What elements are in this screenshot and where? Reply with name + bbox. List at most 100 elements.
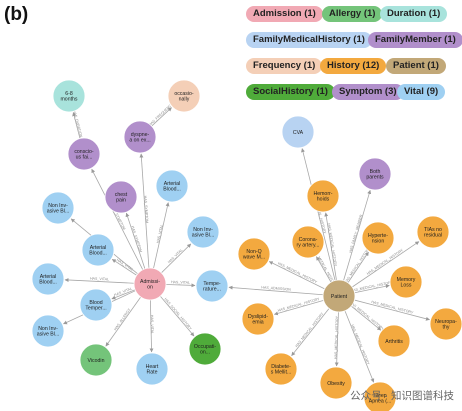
node-circle[interactable] [322, 279, 356, 313]
edge-label: HAS_VITAL [90, 277, 109, 282]
graph-node-social[interactable]: Occupati-on... [188, 332, 222, 366]
node-circle[interactable] [377, 324, 411, 358]
edge-label: HAS_MEDICAL_HISTORY [371, 300, 414, 315]
node-circle[interactable] [306, 179, 340, 213]
node-circle[interactable] [429, 307, 462, 341]
node-circle[interactable] [363, 381, 397, 411]
legend-item[interactable]: Allergy (1) [322, 6, 383, 22]
graph-node-h-dyslip[interactable]: Dyslipid-emia [241, 302, 275, 336]
legend-item[interactable]: SocialHistory (1) [246, 84, 335, 100]
node-circle[interactable] [416, 215, 450, 249]
node-label: Admissi-on [140, 279, 160, 291]
graph-edge [343, 189, 372, 281]
node-circle[interactable] [361, 221, 395, 255]
node-label: Occupati-on... [194, 344, 216, 356]
node-circle[interactable] [291, 225, 325, 259]
legend-item[interactable]: Vital (9) [397, 84, 446, 100]
node-circle[interactable] [52, 79, 86, 113]
node-circle[interactable] [241, 302, 275, 336]
graph-edge [273, 299, 324, 316]
node-circle[interactable] [31, 314, 65, 348]
graph-node-v-nibp2[interactable]: Non Inv-asive Bl... [31, 314, 65, 348]
graph-node-allergy[interactable]: Vicodin [79, 343, 113, 377]
legend-item[interactable]: FamilyMedicalHistory (1) [246, 32, 372, 48]
node-circle[interactable] [264, 352, 298, 386]
graph-node-h-neuro[interactable]: Neuropa-thy [429, 307, 462, 341]
graph-node-h-diabetes[interactable]: Diabete-s Mellit... [264, 352, 298, 386]
graph-edge [291, 308, 330, 357]
node-circle[interactable] [281, 115, 315, 149]
node-circle[interactable] [81, 233, 115, 267]
legend-item[interactable]: Patient (1) [386, 58, 446, 74]
edge-label: HAS_DURATION [72, 110, 83, 138]
node-circle[interactable] [123, 120, 157, 154]
graph-node-h-hyper[interactable]: Hyperte-nsion [361, 221, 395, 255]
legend-item[interactable]: Duration (1) [380, 6, 448, 22]
node-circle[interactable] [31, 262, 65, 296]
edge-label: HAS_VITAL [113, 287, 132, 298]
graph-node-patient[interactable]: Patient [322, 279, 356, 313]
node-circle[interactable] [79, 288, 113, 322]
edge-label: HAS_VITAL [171, 280, 190, 285]
node-label: Arthritis [385, 339, 403, 345]
node-circle[interactable] [358, 157, 392, 191]
node-circle[interactable] [104, 180, 138, 214]
node-circle[interactable] [195, 269, 229, 303]
node-label: Neuropa-thy [435, 319, 457, 331]
graph-node-admission[interactable]: Admissi-on [133, 267, 167, 301]
graph-node-h-arthritis[interactable]: Arthritis [377, 324, 411, 358]
graph-node-v-nibp1[interactable]: Non Inv-asive Bl... [41, 191, 75, 225]
legend-item[interactable]: Symptom (3) [332, 84, 404, 100]
graph-node-sym-conscious[interactable]: conscio-us fai... [67, 137, 101, 171]
watermark: 公众号 · 知识图谱科技 [350, 390, 454, 402]
node-circle[interactable] [389, 265, 423, 299]
node-circle[interactable] [67, 137, 101, 171]
node-circle[interactable] [237, 237, 271, 271]
graph-node-v-nibp3[interactable]: Non Inv-asive Bl... [186, 215, 220, 249]
node-circle[interactable] [186, 215, 220, 249]
graph-node-h-hemo[interactable]: Hemorr-hoids [306, 179, 340, 213]
node-circle[interactable] [155, 169, 189, 203]
node-circle[interactable] [188, 332, 222, 366]
node-circle[interactable] [79, 343, 113, 377]
graph-node-h-obesity[interactable]: Obesity [319, 366, 353, 400]
graph-node-cva[interactable]: CVA [281, 115, 315, 149]
edge-label: HAS_FREQUENCY [148, 102, 175, 127]
graph-node-occasionally[interactable]: occasio-nally [167, 79, 201, 113]
edge-label: HAS_FAMILY_MEMBER [348, 214, 363, 254]
node-circle[interactable] [133, 267, 167, 301]
legend-item[interactable]: Frequency (1) [246, 58, 323, 74]
legend-item[interactable]: History (12) [320, 58, 387, 74]
legend-item[interactable]: Admission (1) [246, 6, 323, 22]
graph-node-v-temp[interactable]: Tempe-rature... [195, 269, 229, 303]
node-circle[interactable] [41, 191, 75, 225]
node-circle[interactable] [135, 352, 169, 386]
node-circle[interactable] [319, 366, 353, 400]
edge-label: HAS_ADMISSION [261, 285, 291, 291]
node-label: Dyslipid-emia [248, 314, 268, 326]
graph-node-h-coronary[interactable]: Corona-ry artery... [291, 225, 325, 259]
node-circle[interactable] [167, 79, 201, 113]
legend-item[interactable]: FamilyMember (1) [368, 32, 462, 48]
graph-edge [334, 311, 339, 367]
edge-label: HAS_VITAL [156, 224, 164, 244]
graph-node-sym-dyspnea[interactable]: dyspne-a on ex... [123, 120, 157, 154]
graph-edge [91, 168, 144, 270]
